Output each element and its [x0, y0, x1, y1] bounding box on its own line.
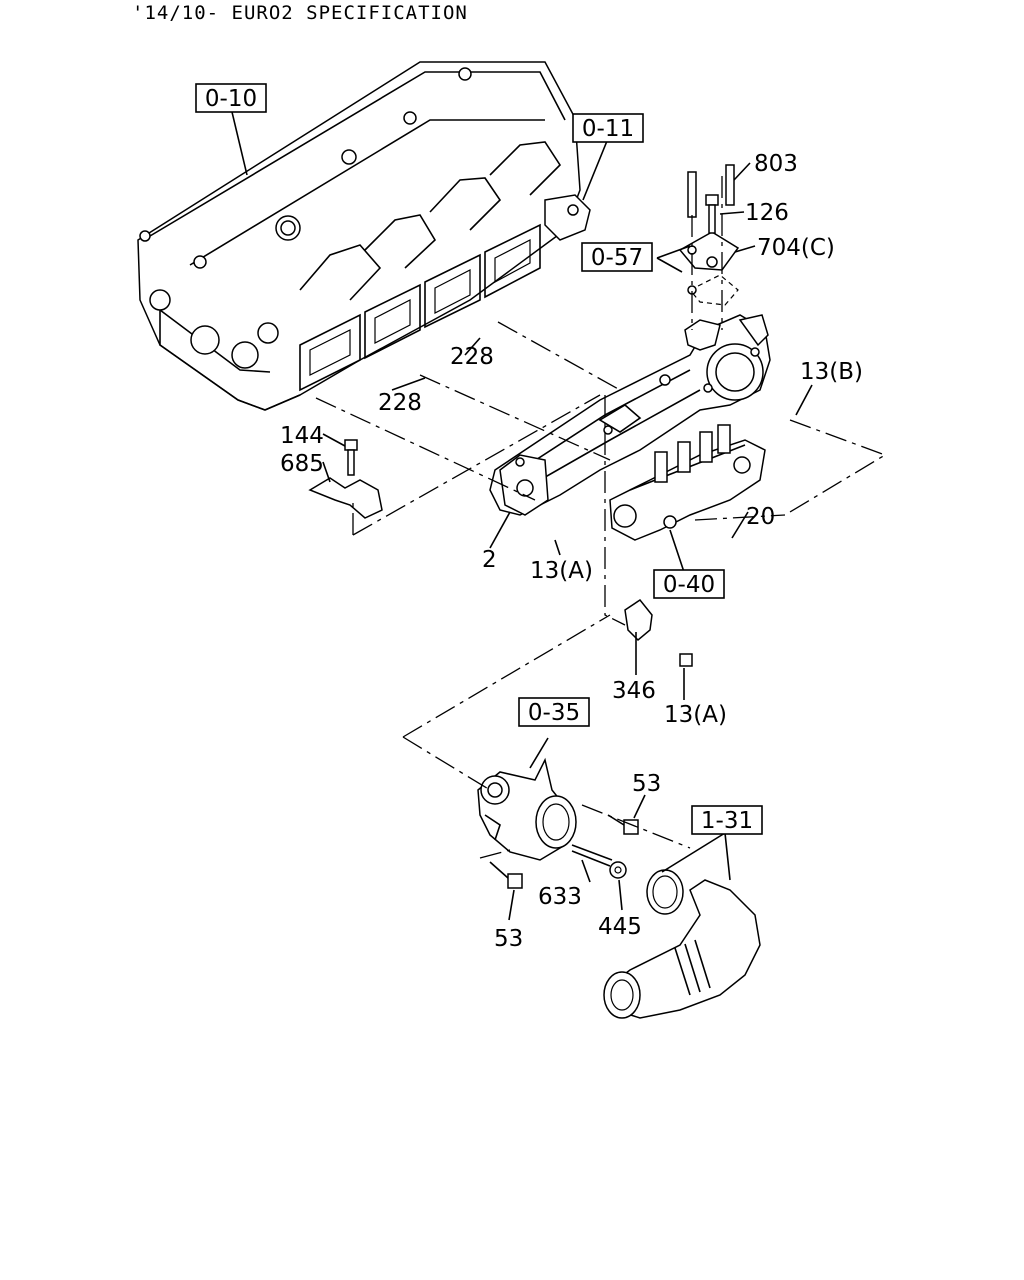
ref-label-0-10: 0-10 — [205, 86, 257, 112]
part-label-228-lower: 228 — [378, 390, 422, 416]
ref-box-0-40: 0-40 — [653, 569, 725, 599]
ref-box-1-31: 1-31 — [691, 805, 763, 835]
ref-box-0-57: 0-57 — [581, 242, 653, 272]
part-label-2: 2 — [482, 547, 497, 573]
part-label-633: 633 — [538, 884, 582, 910]
ref-label-0-40: 0-40 — [663, 572, 715, 598]
ref-label-0-11: 0-11 — [582, 116, 634, 142]
part-label-13b: 13(B) — [800, 359, 863, 385]
part-label-704c: 704(C) — [757, 235, 835, 261]
part-label-445: 445 — [598, 914, 642, 940]
clamp-346 — [624, 598, 693, 667]
ref-box-0-11: 0-11 — [572, 113, 644, 143]
ref-label-1-31: 1-31 — [701, 808, 753, 834]
part-label-13a-upper: 13(A) — [530, 558, 593, 584]
part-label-13a-lower: 13(A) — [664, 702, 727, 728]
diagram-header-title: '14/10- EURO2 SPECIFICATION — [132, 2, 468, 24]
part-label-803: 803 — [754, 151, 798, 177]
fuel-rail-block — [609, 424, 766, 541]
part-label-346: 346 — [612, 678, 656, 704]
leader-lines — [231, 111, 813, 921]
cylinder-head-assembly — [137, 61, 591, 411]
part-label-685: 685 — [280, 451, 324, 477]
intake-hose — [603, 869, 761, 1019]
part-label-228-upper: 228 — [450, 344, 494, 370]
part-label-53-lower: 53 — [494, 926, 523, 952]
throttle-body — [477, 757, 639, 889]
ref-box-0-10: 0-10 — [195, 83, 267, 113]
part-label-144: 144 — [280, 423, 324, 449]
intake-manifold — [489, 314, 771, 516]
ref-label-0-57: 0-57 — [591, 245, 643, 271]
ref-box-0-35: 0-35 — [518, 697, 590, 727]
bracket-685 — [308, 439, 383, 519]
egr-plate — [678, 164, 740, 306]
alignment-lines — [315, 176, 887, 859]
part-label-53-upper: 53 — [632, 771, 661, 797]
ref-label-0-35: 0-35 — [528, 700, 580, 726]
part-label-20: 20 — [746, 504, 775, 530]
part-label-126: 126 — [745, 200, 789, 226]
